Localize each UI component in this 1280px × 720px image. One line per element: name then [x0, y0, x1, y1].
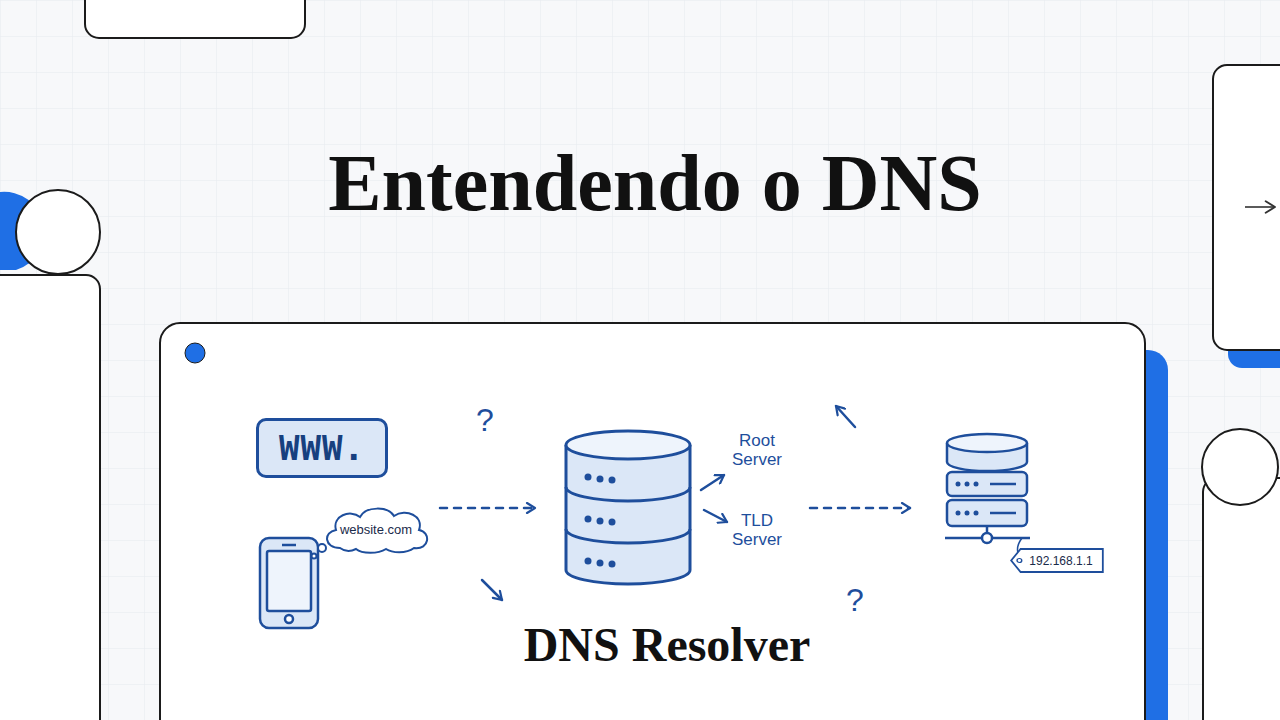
card-dot	[185, 343, 205, 363]
server-unit	[947, 500, 1027, 526]
server-dots	[956, 482, 979, 516]
small-arrow	[836, 406, 855, 427]
ip-tag-text: 192.168.1.1	[1021, 554, 1092, 568]
phone-button	[285, 615, 293, 623]
server-slot	[990, 483, 1016, 486]
db-dots	[585, 474, 616, 568]
decor-panel	[1213, 65, 1280, 350]
db-body	[566, 445, 690, 584]
flow-arrows	[440, 406, 910, 600]
small-arrow	[704, 510, 727, 522]
server-icon	[945, 434, 1030, 553]
db-ring	[566, 487, 690, 501]
small-arrow	[482, 580, 502, 600]
thought-cloud-text: website.com	[340, 522, 412, 537]
server-label: TLD Server	[724, 512, 790, 549]
question-mark: ?	[476, 403, 494, 438]
question-mark: ?	[846, 583, 864, 618]
phone-screen	[267, 551, 311, 611]
dashed-arrow	[440, 507, 535, 510]
small-arrow	[701, 475, 724, 490]
dashed-arrow	[810, 507, 910, 510]
server-label: Root Server	[724, 432, 790, 469]
db-ring	[566, 529, 690, 543]
database-icon	[566, 431, 690, 584]
www-box: WWW.	[256, 418, 388, 478]
thought-bubbles	[312, 544, 327, 559]
server-unit	[947, 472, 1027, 496]
db-top	[566, 431, 690, 459]
network-node	[982, 533, 992, 543]
tag-shape	[1011, 549, 1103, 572]
decor-circle	[16, 190, 100, 274]
ip-tag: 192.168.1.1	[1010, 548, 1104, 573]
cloud-shape	[327, 509, 427, 553]
server-top	[947, 434, 1027, 452]
page-title: Entendendo o DNS	[328, 143, 982, 223]
phone-icon	[260, 538, 318, 628]
bubble	[312, 554, 317, 559]
decor-arrow	[1245, 206, 1275, 208]
thought-cloud: website.com	[320, 504, 432, 554]
decor-circle	[1202, 429, 1278, 505]
bubble	[318, 544, 326, 552]
tag-hole	[1017, 559, 1022, 563]
server-slot	[990, 512, 1016, 515]
phone-body	[260, 538, 318, 628]
resolver-caption: DNS Resolver	[524, 619, 811, 672]
www-box-text: WWW.	[279, 428, 365, 468]
decor-card	[85, 0, 305, 38]
decor-panel	[0, 275, 100, 720]
main-card	[160, 323, 1168, 720]
decor-panel	[1203, 478, 1280, 720]
phone-speaker	[282, 544, 296, 547]
card	[160, 323, 1145, 720]
